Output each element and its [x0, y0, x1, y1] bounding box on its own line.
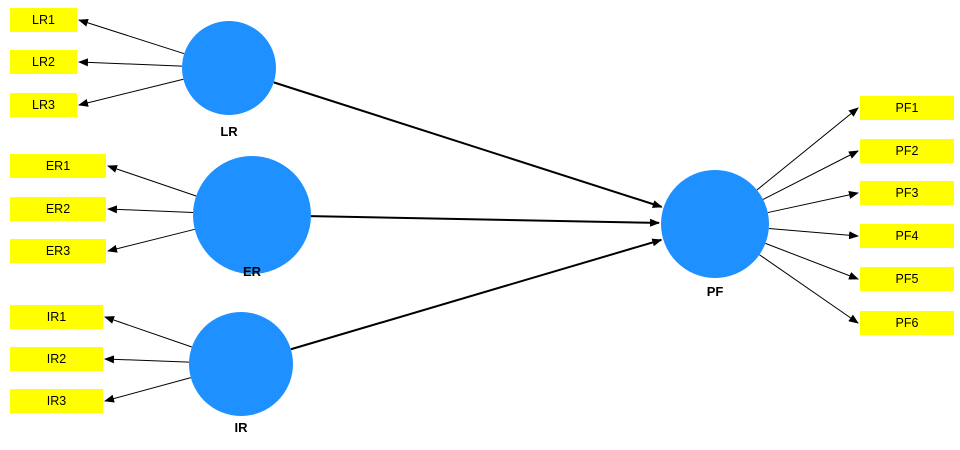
- latent-pf: PF: [661, 170, 769, 299]
- indicator-label: PF1: [896, 101, 919, 115]
- indicator-label: PF4: [896, 229, 919, 243]
- loading-arrow-pf2: [762, 150, 859, 200]
- indicator-box: [860, 139, 954, 163]
- indicator-pf1: PF1: [860, 96, 954, 120]
- latent-label: LR: [220, 124, 238, 139]
- indicator-label: ER2: [46, 202, 70, 216]
- indicator-ir3: IR3: [10, 389, 103, 413]
- indicator-ir1: IR1: [10, 305, 103, 329]
- latent-circle: [661, 170, 769, 278]
- indicator-lr3: LR3: [10, 93, 77, 117]
- loading-arrow-lr3: [78, 78, 184, 107]
- indicator-label: IR1: [47, 310, 67, 324]
- indicator-pf4: PF4: [860, 224, 954, 248]
- path-arrow-er-pf: [310, 215, 661, 227]
- indicator-label: IR3: [47, 394, 67, 408]
- loading-arrow-ir1: [104, 316, 193, 348]
- indicator-pf6: PF6: [860, 311, 954, 335]
- latent-label: PF: [707, 284, 724, 299]
- latent-lr: LR: [182, 21, 276, 139]
- latent-circle: [189, 312, 293, 416]
- loading-arrow-er2: [107, 205, 194, 214]
- indicator-box: [10, 197, 106, 221]
- indicator-box: [10, 305, 103, 329]
- indicator-box: [10, 389, 103, 413]
- path-arrow-ir-pf: [290, 238, 663, 351]
- indicator-box: [10, 154, 106, 178]
- latent-circle: [182, 21, 276, 115]
- latent-er: ER: [193, 156, 311, 279]
- indicator-pf5: PF5: [860, 267, 954, 291]
- indicator-box: [10, 50, 77, 74]
- indicator-pf2: PF2: [860, 139, 954, 163]
- latent-label: ER: [243, 264, 262, 279]
- indicator-ir2: IR2: [10, 347, 103, 371]
- loading-arrow-lr2: [78, 58, 183, 67]
- indicator-lr1: LR1: [10, 8, 77, 32]
- indicator-label: PF5: [896, 272, 919, 286]
- loading-arrow-er3: [107, 228, 195, 253]
- indicator-label: PF3: [896, 186, 919, 200]
- indicator-label: LR1: [32, 13, 55, 27]
- loading-arrow-ir3: [104, 377, 191, 403]
- indicator-box: [860, 311, 954, 335]
- indicator-label: IR2: [47, 352, 67, 366]
- loading-arrow-pf5: [765, 242, 859, 280]
- indicator-label: ER3: [46, 244, 70, 258]
- indicator-label: LR2: [32, 55, 55, 69]
- loading-arrow-pf6: [759, 254, 859, 324]
- loading-arrow-pf4: [768, 228, 859, 240]
- indicator-er1: ER1: [10, 154, 106, 178]
- loading-arrow-er1: [107, 165, 197, 197]
- indicator-label: ER1: [46, 159, 70, 173]
- loading-arrow-ir2: [104, 355, 190, 364]
- indicator-lr2: LR2: [10, 50, 77, 74]
- indicator-box: [10, 347, 103, 371]
- indicator-pf3: PF3: [860, 181, 954, 205]
- loading-arrow-lr1: [78, 18, 185, 55]
- indicator-er2: ER2: [10, 197, 106, 221]
- indicator-er3: ER3: [10, 239, 106, 263]
- path-arrow-lr-pf: [273, 81, 663, 208]
- loading-arrow-pf1: [756, 107, 859, 191]
- latent-circle: [193, 156, 311, 274]
- indicator-box: [860, 96, 954, 120]
- indicator-box: [10, 93, 77, 117]
- indicator-box: [10, 239, 106, 263]
- indicator-box: [10, 8, 77, 32]
- indicator-box: [860, 267, 954, 291]
- loading-arrow-pf3: [767, 190, 859, 214]
- indicator-label: PF6: [896, 316, 919, 330]
- latent-label: IR: [235, 420, 249, 435]
- indicator-label: PF2: [896, 144, 919, 158]
- latent-ir: IR: [189, 312, 293, 435]
- indicator-box: [860, 224, 954, 248]
- indicator-box: [860, 181, 954, 205]
- indicator-label: LR3: [32, 98, 55, 112]
